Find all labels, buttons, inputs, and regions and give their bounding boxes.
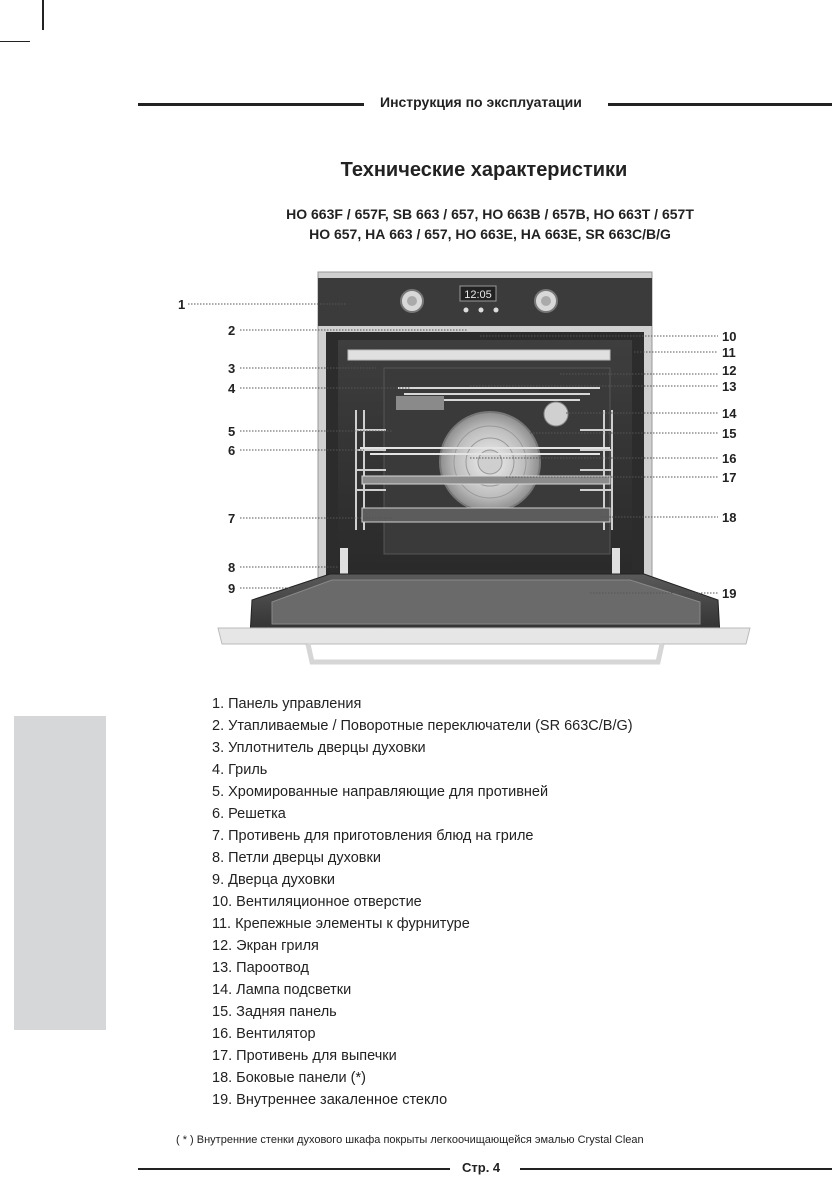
- model-list: НО 663F / 657F, SB 663 / 657, НО 663В / …: [230, 204, 750, 244]
- header-title: Инструкция по эксплуатации: [380, 94, 582, 110]
- callout-18: 18: [722, 510, 736, 525]
- crop-mark-horizontal: [0, 41, 30, 42]
- grill-shield: [347, 349, 611, 361]
- callout-9: 9: [228, 581, 235, 596]
- door-edge: [217, 627, 751, 645]
- list-item: 11. Крепежные элементы к фурнитуре: [212, 916, 470, 932]
- list-item: 2. Утапливаемые / Поворотные переключате…: [212, 718, 633, 734]
- wire-rack: [360, 447, 610, 455]
- callout-16: 16: [722, 451, 736, 466]
- grill-tray: [361, 507, 611, 523]
- callout-leaders-right: [470, 335, 718, 594]
- footer-rule-left: [138, 1168, 450, 1170]
- list-item: 3. Уплотнитель дверцы духовки: [212, 740, 426, 756]
- header-rule-left: [138, 103, 364, 106]
- door-handle: [305, 643, 665, 665]
- lamp: [543, 401, 569, 427]
- callout-5: 5: [228, 424, 235, 439]
- footnote: ( * ) Внутренние стенки духового шкафа п…: [176, 1134, 644, 1146]
- page-number: Стр. 4: [462, 1160, 501, 1175]
- list-item: 4. Гриль: [212, 762, 268, 778]
- callout-15: 15: [722, 426, 736, 441]
- list-item: 6. Решетка: [212, 806, 286, 822]
- list-item: 17. Противень для выпечки: [212, 1048, 397, 1064]
- display-window: [459, 285, 497, 302]
- callout-11: 11: [722, 345, 736, 360]
- crop-mark-vertical: [42, 0, 44, 30]
- callout-14: 14: [722, 406, 737, 421]
- control-panel: [318, 278, 652, 326]
- footer-rule-right: [520, 1168, 832, 1170]
- right-rails: [580, 410, 613, 530]
- list-item: 1. Панель управления: [212, 696, 362, 712]
- list-item: 10. Вентиляционное отверстие: [212, 894, 422, 910]
- list-item: 13. Пароотвод: [212, 960, 309, 976]
- callout-17: 17: [722, 470, 736, 485]
- left-hinge: [340, 548, 348, 574]
- header-rule-right: [608, 103, 832, 106]
- callout-12: 12: [722, 363, 736, 378]
- callout-3: 3: [228, 361, 235, 376]
- model-line: НО 657, НА 663 / 657, НО 663Е, НА 663Е, …: [309, 226, 671, 242]
- parts-list: 1. Панель управления 2. Утапливаемые / П…: [212, 693, 633, 1111]
- oven-diagram: 12:05: [178, 271, 751, 665]
- door-glass: [271, 579, 701, 625]
- callout-10: 10: [722, 329, 736, 344]
- list-item: 19. Внутреннее закаленное стекло: [212, 1092, 448, 1108]
- list-item: 12. Экран гриля: [212, 938, 319, 954]
- callout-leaders-left: [188, 303, 468, 589]
- callout-2: 2: [228, 323, 235, 338]
- list-item: 8. Петли дверцы духовки: [212, 850, 381, 866]
- side-tab: [14, 716, 106, 1030]
- left-rails: [355, 410, 386, 530]
- list-item: 9. Дверца духовки: [212, 872, 336, 888]
- list-item: 7. Противень для приготовления блюд на г…: [212, 828, 534, 844]
- callout-7: 7: [228, 511, 235, 526]
- right-hinge: [612, 548, 620, 574]
- callout-8: 8: [228, 560, 235, 575]
- callout-19: 19: [722, 586, 736, 601]
- callout-13: 13: [722, 379, 736, 394]
- list-item: 5. Хромированные направляющие для против…: [212, 784, 549, 800]
- page-title: Технические характеристики: [340, 159, 628, 181]
- baking-tray: [361, 475, 611, 485]
- model-line: НО 663F / 657F, SB 663 / 657, НО 663В / …: [286, 206, 694, 222]
- list-item: 16. Вентилятор: [212, 1026, 316, 1042]
- list-item: 14. Лампа подсветки: [212, 982, 352, 998]
- callout-1: 1: [178, 297, 185, 312]
- list-item: 18. Боковые панели (*): [212, 1070, 366, 1086]
- list-item: 15. Задняя панель: [212, 1004, 337, 1020]
- callout-4: 4: [228, 381, 236, 396]
- callout-6: 6: [228, 443, 235, 458]
- display-time: 12:05: [464, 289, 492, 301]
